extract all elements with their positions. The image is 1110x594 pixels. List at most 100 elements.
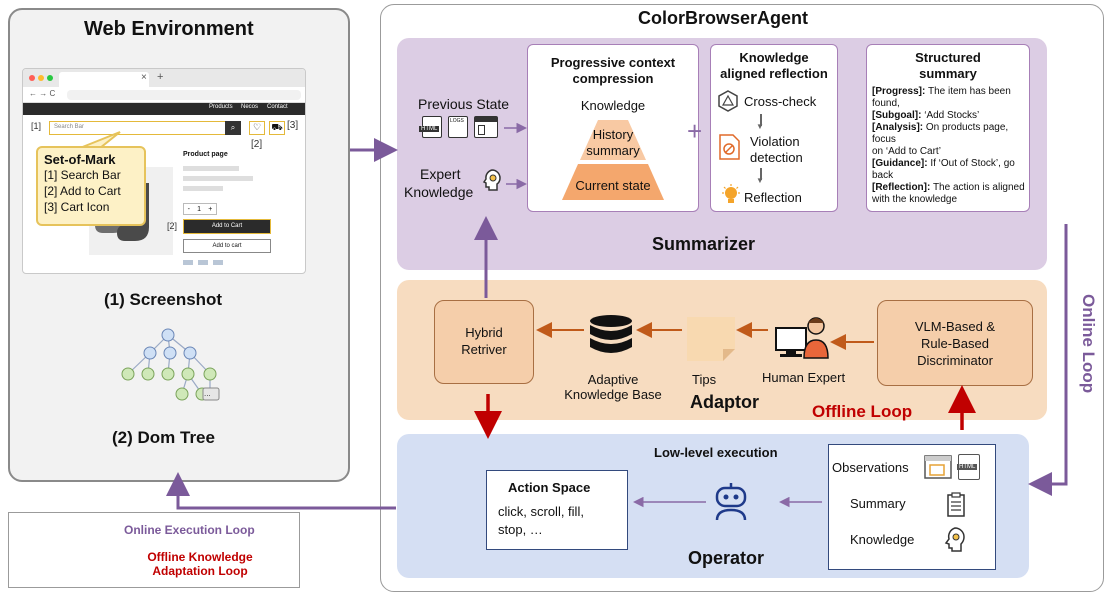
hybrid-retriever-box [434,300,534,384]
search-icon: ⌕ [225,121,241,135]
maximize-dot-icon [47,75,53,81]
structured-summary-card [866,44,1030,212]
webpage-icon [474,116,498,138]
reflection-label: Reflection [744,190,802,205]
action-space-title: Action Space [508,480,591,495]
violation-icon [719,134,740,160]
summary-line: [Guidance]: If ‘Out of Stock’, go back [872,158,1015,181]
summary-line: [Analysis]: On products page, focus [872,122,1009,145]
summary-line: [Subgoal]: ‘Add Stocks’ [872,110,980,121]
dom-tree-label: (2) Dom Tree [112,428,215,447]
cross-check-icon [718,90,738,112]
set-of-mark-item-3: [3] Cart Icon [44,200,110,214]
tab-add-icon: + [157,71,164,83]
mark-1-label: [1] [31,121,42,131]
compression-pyramid [562,94,664,200]
operator-label: Operator [688,548,765,568]
pyramid-history-2: summary [586,143,640,158]
tips-label: Tips [692,372,717,387]
reflection-arrowhead-1: ▼ [756,122,764,131]
action-space-line-1: click, scroll, fill, [498,504,584,519]
summary-doc-icon [947,492,965,517]
site-nav-bar [23,103,305,115]
discriminator-box [877,300,1033,386]
web-environment-title: Web Environment [84,18,254,40]
cart-icon: ⛟ [269,121,285,135]
action-space-line-2: stop, … [498,522,543,537]
thumbnail [213,260,223,265]
qty-value: 1 [197,205,202,213]
screenshot-label: (1) Screenshot [104,290,223,309]
pyramid-current: Current state [575,178,651,193]
compression-title-2: compression [572,71,654,86]
knowledge-head-icon [944,527,965,552]
plus-sign: + [687,116,703,146]
agent-title: ColorBrowserAgent [638,8,809,28]
text-placeholder [183,166,239,171]
set-of-mark-title: Set-of-Mark [44,152,116,167]
expert-label-line2: Knowledge [404,184,474,200]
summary-line: on ‘Add to Cart’ [872,146,941,157]
add-to-cart-button-dark: Add to Cart [183,219,271,234]
summary-line: [Progress]: The item has been found, [872,86,1011,109]
violation-label-1: Violation [750,134,800,149]
previous-state-label: Previous State [418,96,510,112]
minimize-dot-icon [38,75,44,81]
structured-summary-title-1: Structured [915,50,981,65]
set-of-mark-item-1: [1] Search Bar [44,168,121,182]
hybrid-label-2: Retriver [461,342,507,357]
structured-summary-body: [Progress]: The item has been found, [Su… [872,86,1028,206]
tips-note-icon [687,317,735,361]
adaptor-label: Adaptor [690,392,759,412]
structured-summary-title-2: summary [919,66,977,81]
discriminator-label-1: VLM-Based & [914,319,996,334]
legend-offline-2: Adaptation Loop [152,564,248,578]
summarizer-label: Summarizer [652,234,756,254]
database-icon [590,315,632,353]
nav-link-products: Products [209,104,233,110]
logs-doc-icon: LOGS [448,116,468,138]
dom-tree-more: ... [204,389,211,398]
offline-loop-label: Offline Loop [812,402,913,421]
kb-label-1: Adaptive [587,372,639,387]
lightbulb-icon [722,184,740,203]
set-of-mark-item-2: [2] Add to Cart [44,184,121,198]
reflection-arrow-2 [760,168,762,180]
human-expert-icon [775,317,829,359]
pyramid-history-1: History [592,127,634,142]
reflection-arrowhead-2: ▼ [756,176,764,185]
add-to-cart-button-light: Add to cart [183,239,271,253]
dom-tree-icon [121,328,220,401]
reflection-arrow-1 [760,114,762,126]
cross-check-label: Cross-check [744,94,817,109]
kb-label-2: Knowledge Base [564,387,662,402]
pyramid-knowledge: Knowledge [580,98,646,113]
thumbnail [183,260,193,265]
observations-label: Observations [832,460,909,475]
nav-link-contact: Contact [267,104,288,110]
heart-icon: ♡ [249,121,265,135]
legend-box [8,512,300,588]
summary-line: with the knowledge [872,194,958,205]
tab-close-icon: × [141,72,147,83]
logs-doc-tag: LOGS [450,118,464,124]
legend-offline-1: Offline Knowledge [147,550,253,564]
hybrid-label-1: Hybrid [465,325,503,340]
action-space-box [486,470,628,550]
knowledge-label: Knowledge [850,532,915,547]
quantity-stepper: - 1 + [183,203,217,215]
mark-2-label: [2] [251,139,263,150]
text-placeholder [183,176,253,181]
expert-label-line1: Expert [420,166,461,182]
low-level-label: Low-level execution [654,445,778,460]
html-doc-icon: HTML [419,116,442,138]
reflection-title-1: Knowledge [739,50,809,65]
compression-title-1: Progressive context [550,55,676,70]
human-expert-label: Human Expert [762,370,846,385]
html-file-icon: HTML [957,454,980,480]
discriminator-label-2: Rule-Based [921,336,989,351]
violation-label-2: detection [750,150,803,165]
product-page-title: Product page [183,151,228,158]
close-dot-icon [29,75,35,81]
